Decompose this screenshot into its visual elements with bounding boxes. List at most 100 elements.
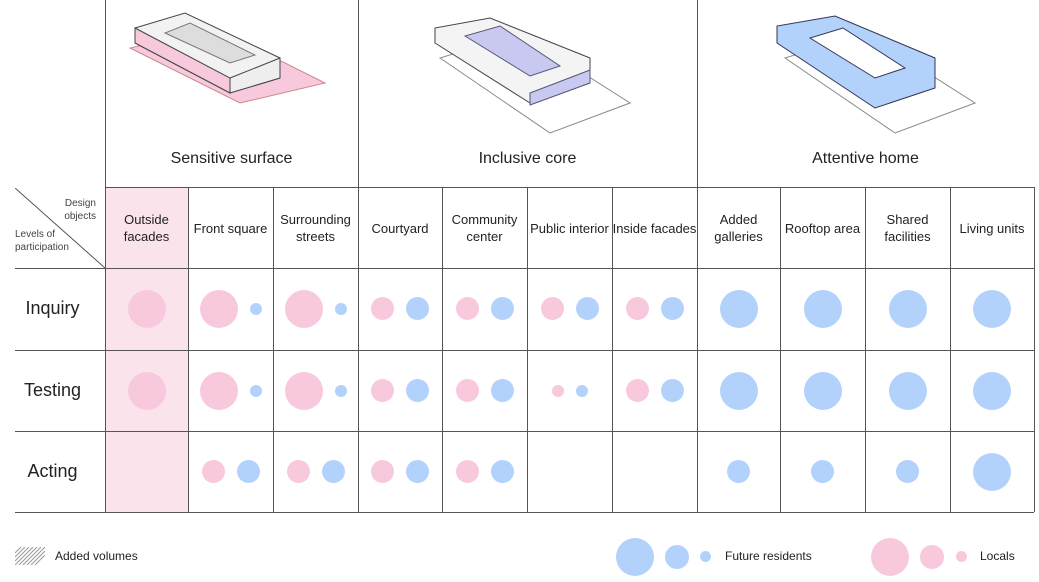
future-residents-dot [973, 452, 1011, 491]
locals-dot [371, 460, 394, 483]
future-residents-dot [490, 297, 514, 320]
table-cell [780, 350, 865, 431]
legend-pink-small-dot [956, 551, 967, 562]
table-cell [273, 431, 358, 512]
locals-dot [371, 297, 394, 320]
legend-blue-small-dot [700, 551, 711, 562]
locals-dot [551, 384, 564, 397]
building-inclusive-core-icon [434, 17, 632, 134]
table-cell [358, 431, 442, 512]
divider [1034, 187, 1035, 512]
row-label-testing: Testing [23, 380, 82, 400]
future-residents-dot [888, 371, 927, 410]
locals-dot [127, 371, 166, 410]
future-residents-dot [719, 371, 758, 410]
table-cell [612, 431, 697, 512]
divider [697, 0, 698, 512]
divider [527, 187, 528, 512]
locals-dot [284, 289, 323, 328]
hatch-pattern-icon [15, 547, 45, 565]
column-header-inside-facades: Inside facades [612, 220, 697, 236]
table-cell [697, 350, 780, 431]
future-residents-dot [249, 384, 262, 397]
locals-dot [455, 460, 479, 483]
locals-dot [199, 371, 238, 410]
table-cell [612, 350, 697, 431]
table-cell [865, 268, 950, 349]
row-label-acting: Acting [27, 461, 78, 481]
locals-dot [127, 289, 166, 328]
group-title-attentive-home: Attentive home [812, 150, 919, 167]
divider [105, 0, 106, 512]
future-residents-dot [334, 302, 347, 315]
table-cell [950, 268, 1034, 349]
corner-diagonal [15, 188, 105, 268]
locals-dot [625, 379, 649, 402]
table-cell [865, 350, 950, 431]
legend-locals: Locals [980, 549, 1015, 563]
table-cell [527, 350, 612, 431]
future-residents-dot [575, 297, 599, 320]
table-cell [105, 268, 188, 349]
future-residents-dot [660, 297, 684, 320]
table-cell [442, 350, 527, 431]
divider [780, 187, 781, 512]
legend-blue-medium-dot [665, 545, 689, 569]
future-residents-dot [490, 460, 514, 483]
corner-levels: Levels of participation [15, 229, 69, 253]
column-header-added-galleries: Added galleries [714, 212, 763, 244]
table-cell [612, 268, 697, 349]
table-cell [188, 431, 273, 512]
divider [273, 187, 274, 512]
future-residents-dot [236, 460, 260, 483]
row-label-inquiry: Inquiry [25, 298, 80, 318]
table-cell [273, 350, 358, 431]
future-residents-dot [334, 384, 347, 397]
future-residents-dot [660, 379, 684, 402]
locals-dot [286, 460, 310, 483]
table-cell [358, 268, 442, 349]
column-header-outside-facades: Outside facades [123, 212, 170, 244]
future-residents-dot [406, 379, 429, 402]
table-cell [442, 268, 527, 349]
locals-dot [371, 379, 394, 402]
column-header-community-center: Community center [451, 212, 518, 244]
legend-pink-medium-dot [920, 545, 944, 569]
table-cell [697, 268, 780, 349]
table-cell [527, 268, 612, 349]
table-cell [105, 350, 188, 431]
future-residents-dot [811, 460, 834, 483]
table-cell [527, 431, 612, 512]
column-header-rooftop-area: Rooftop area [784, 220, 861, 236]
future-residents-dot [973, 289, 1011, 328]
building-attentive-home-icon [776, 15, 977, 134]
future-residents-dot [249, 302, 262, 315]
table-cell [188, 350, 273, 431]
future-residents-dot [406, 460, 429, 483]
future-residents-dot [727, 460, 750, 483]
table-cell [188, 268, 273, 349]
locals-dot [455, 297, 479, 320]
building-sensitive-surface-icon [128, 12, 327, 104]
future-residents-dot [803, 371, 842, 410]
table-cell [865, 431, 950, 512]
group-title-sensitive-surface: Sensitive surface [170, 150, 293, 167]
table-cell [697, 431, 780, 512]
divider [950, 187, 951, 512]
legend-pink-large-dot [871, 538, 909, 576]
future-residents-dot [490, 379, 514, 402]
future-residents-dot [321, 460, 345, 483]
future-residents-dot [888, 289, 927, 328]
table-cell [780, 268, 865, 349]
column-header-surrounding-streets: Surrounding streets [280, 212, 351, 244]
future-residents-dot [406, 297, 429, 320]
divider [358, 0, 359, 512]
table-cell [105, 431, 188, 512]
divider [442, 187, 443, 512]
future-residents-dot [973, 371, 1011, 410]
legend-added-volumes: Added volumes [55, 549, 138, 563]
locals-dot [455, 379, 479, 402]
column-header-public-interior: Public interior [530, 220, 609, 236]
divider [188, 187, 189, 512]
locals-dot [540, 297, 564, 320]
